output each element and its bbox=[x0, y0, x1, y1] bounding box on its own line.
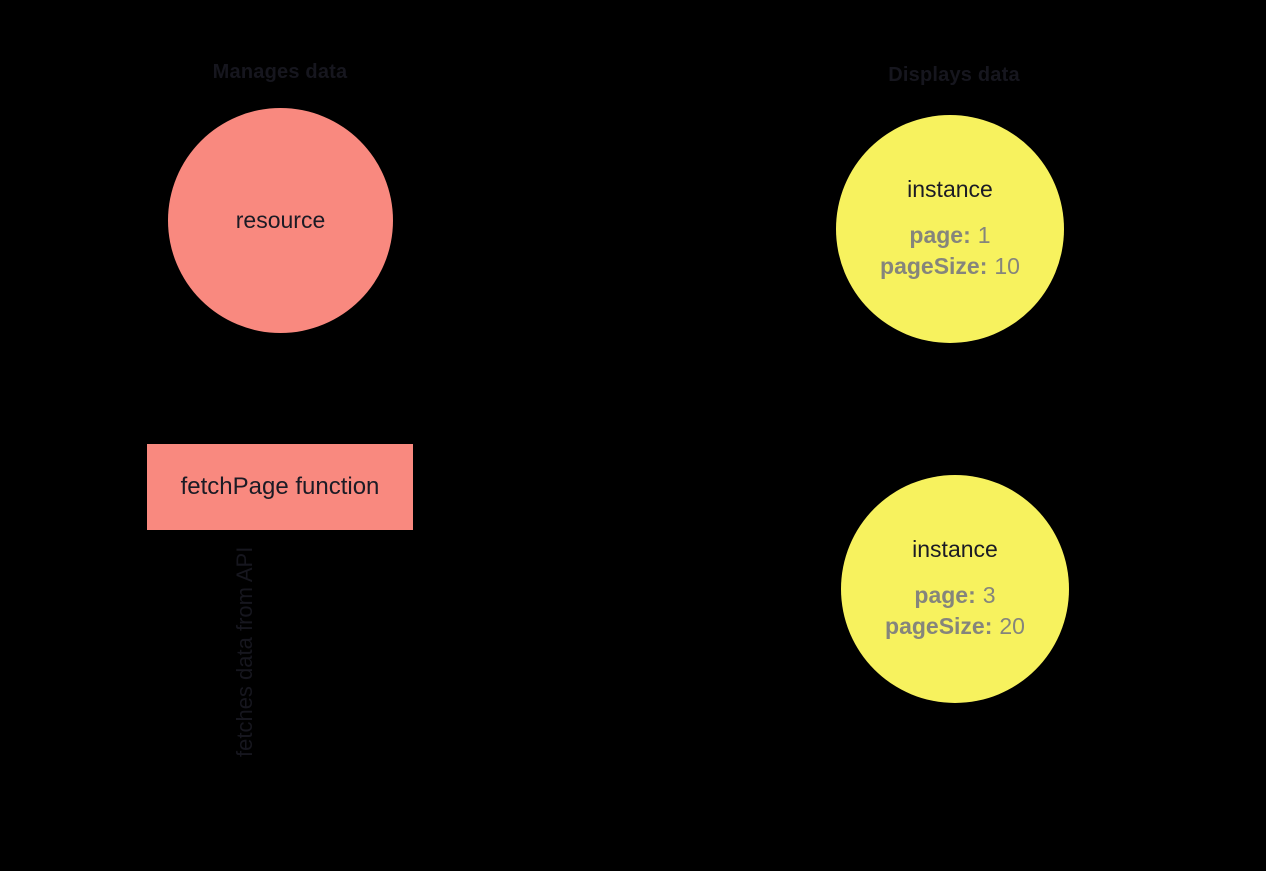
instance-2-prop-page: page:3 bbox=[914, 580, 995, 611]
fetchpage-function-label: fetchPage function bbox=[180, 473, 380, 500]
edge-label-fetches-data-from-api: fetches data from API bbox=[232, 546, 257, 758]
prop-value: 10 bbox=[994, 253, 1020, 279]
instance-1-prop-page: page:1 bbox=[909, 220, 990, 251]
prop-value: 3 bbox=[982, 582, 996, 608]
heading-manages-data: Manages data bbox=[212, 61, 348, 83]
heading-displays-data: Displays data bbox=[888, 64, 1020, 86]
prop-key: page: bbox=[909, 222, 971, 248]
instance-2-label: instance bbox=[912, 536, 998, 562]
resource-node-label: resource bbox=[235, 207, 326, 233]
fetchpage-function-node: fetchPage function bbox=[147, 444, 413, 530]
instance-node-2: instance page:3 pageSize:20 bbox=[841, 475, 1069, 703]
instance-1-prop-pagesize: pageSize:10 bbox=[880, 251, 1020, 282]
prop-key: page: bbox=[914, 582, 976, 608]
instance-1-label: instance bbox=[907, 176, 993, 202]
prop-key: pageSize: bbox=[885, 613, 993, 639]
prop-key: pageSize: bbox=[880, 253, 988, 279]
prop-value: 1 bbox=[977, 222, 991, 248]
prop-value: 20 bbox=[999, 613, 1025, 639]
resource-node: resource bbox=[168, 108, 393, 333]
instance-node-1: instance page:1 pageSize:10 bbox=[836, 115, 1064, 343]
instance-2-prop-pagesize: pageSize:20 bbox=[885, 611, 1025, 642]
